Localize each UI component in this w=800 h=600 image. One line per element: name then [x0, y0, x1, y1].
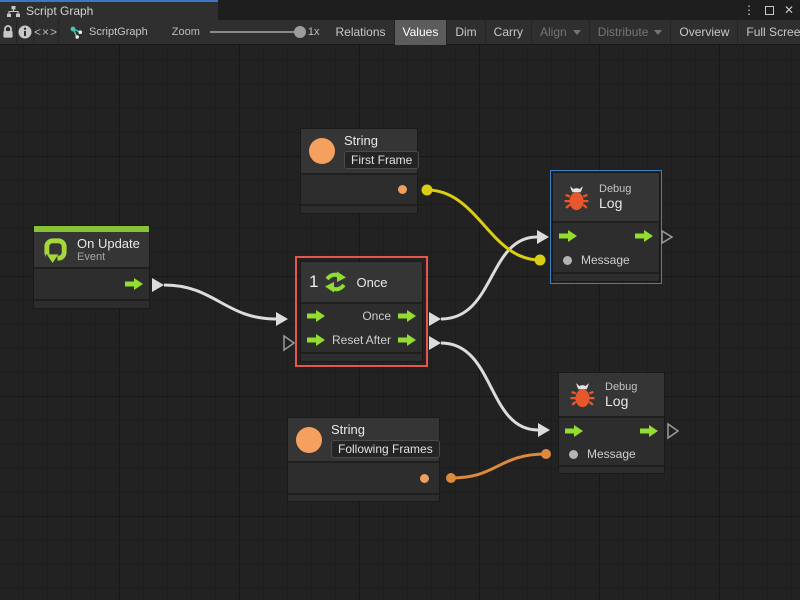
lock-button[interactable] — [0, 19, 17, 45]
info-button[interactable] — [17, 19, 34, 45]
zoom-slider[interactable] — [209, 26, 306, 38]
node-footer — [301, 204, 417, 213]
flow-output-once-port[interactable] — [398, 310, 416, 322]
distribute-button[interactable]: Distribute — [590, 19, 672, 45]
node-category: Debug — [599, 183, 632, 195]
node-title: String — [344, 133, 378, 148]
string-output-port[interactable] — [420, 473, 429, 483]
tab-title: Script Graph — [26, 4, 94, 18]
window-titlebar: Script Graph ⋮ ✕ — [0, 0, 800, 20]
values-button[interactable]: Values — [394, 19, 448, 45]
flow-output-port[interactable] — [125, 278, 143, 290]
graph-breadcrumb[interactable]: ScriptGraph — [59, 20, 158, 45]
zoom-label: Zoom — [171, 26, 200, 38]
node-title: Log — [605, 392, 629, 409]
window-menu-icon[interactable]: ⋮ — [742, 3, 755, 17]
flow-output-port[interactable] — [640, 424, 658, 437]
flow-input-port[interactable] — [307, 310, 325, 322]
node-once[interactable]: 1 Once Once Reset After — [295, 256, 428, 367]
node-footer — [288, 493, 439, 501]
port-label-after: After — [365, 333, 391, 347]
port-label-message: Message — [587, 447, 636, 461]
once-cycle-icon — [325, 271, 347, 293]
node-string-first-frame[interactable]: String First Frame — [300, 128, 420, 214]
edit-graph-button[interactable]: <×> — [34, 19, 60, 45]
wire-string-to-debugtop-message — [421, 184, 546, 266]
node-on-update[interactable]: On Update Event — [33, 225, 150, 309]
flow-input-reset-port[interactable] — [307, 334, 325, 346]
close-icon[interactable]: ✕ — [783, 3, 794, 17]
flow-input-port[interactable] — [559, 229, 577, 242]
maximize-icon[interactable] — [764, 5, 774, 15]
node-title: Once — [356, 274, 388, 290]
graph-hierarchy-icon — [7, 5, 20, 17]
node-subtitle: Event — [77, 251, 106, 263]
tab-script-graph[interactable]: Script Graph — [0, 0, 218, 20]
string-value-field[interactable]: First Frame — [344, 151, 420, 169]
unconnected-exit-marker-bottom — [667, 422, 680, 440]
script-graph-icon — [70, 26, 83, 39]
bug-icon — [570, 383, 595, 408]
node-footer — [553, 272, 659, 281]
align-button[interactable]: Align — [532, 19, 590, 45]
node-debug-log-bottom[interactable]: Debug Log Message — [558, 372, 665, 474]
port-label-once: Once — [362, 309, 391, 323]
string-type-icon — [309, 138, 335, 164]
overview-button[interactable]: Overview — [671, 19, 739, 45]
zoom-slider-handle[interactable] — [293, 26, 306, 38]
unconnected-exit-marker-top — [661, 229, 674, 245]
wire-onupdate-to-once — [152, 278, 288, 326]
lock-icon — [3, 25, 13, 38]
dim-button[interactable]: Dim — [447, 19, 486, 45]
graph-toolbar: <×> ScriptGraph Zoom 1x Relations Values… — [0, 19, 800, 45]
string-value-field[interactable]: Following Frames — [331, 439, 440, 458]
relations-button[interactable]: Relations — [327, 19, 395, 45]
once-count: 1 — [309, 272, 319, 291]
flow-output-port[interactable] — [635, 229, 653, 242]
unconnected-reset-marker — [283, 334, 296, 352]
node-debug-log-top[interactable]: Debug Log Message — [550, 170, 662, 284]
string-output-port[interactable] — [398, 185, 407, 194]
node-category: Debug — [605, 380, 638, 393]
node-title: On Update — [77, 236, 140, 251]
on-update-loop-icon — [44, 238, 67, 263]
node-footer — [301, 352, 422, 361]
info-icon — [18, 25, 32, 39]
bug-icon — [564, 185, 589, 210]
chevron-down-icon — [654, 29, 663, 35]
wire-once-to-debugbottom — [429, 336, 550, 437]
message-input-port[interactable] — [569, 449, 578, 459]
node-string-following-frames[interactable]: String Following Frames — [287, 417, 440, 502]
wire-string-to-debugbottom-message — [446, 449, 551, 483]
zoom-control: Zoom 1x — [171, 26, 320, 38]
node-footer — [34, 299, 149, 308]
flow-input-port[interactable] — [565, 424, 583, 437]
graph-name-label: ScriptGraph — [89, 26, 148, 38]
full-screen-button[interactable]: Full Screen — [746, 25, 800, 39]
port-label-reset: Reset — [332, 333, 364, 347]
chevron-down-icon — [572, 29, 581, 35]
graph-canvas[interactable]: String First Frame On Update Event — [0, 45, 800, 600]
event-color-bar — [34, 226, 149, 232]
node-title: Log — [599, 195, 623, 211]
flow-output-after-port[interactable] — [398, 334, 416, 346]
string-type-icon — [296, 426, 322, 453]
message-input-port[interactable] — [563, 255, 572, 265]
zoom-value: 1x — [307, 26, 320, 38]
carry-button[interactable]: Carry — [486, 19, 532, 45]
node-title: String — [331, 421, 365, 437]
node-footer — [559, 465, 664, 473]
wire-once-to-debugtop — [429, 230, 549, 326]
port-label-message: Message — [581, 253, 630, 267]
